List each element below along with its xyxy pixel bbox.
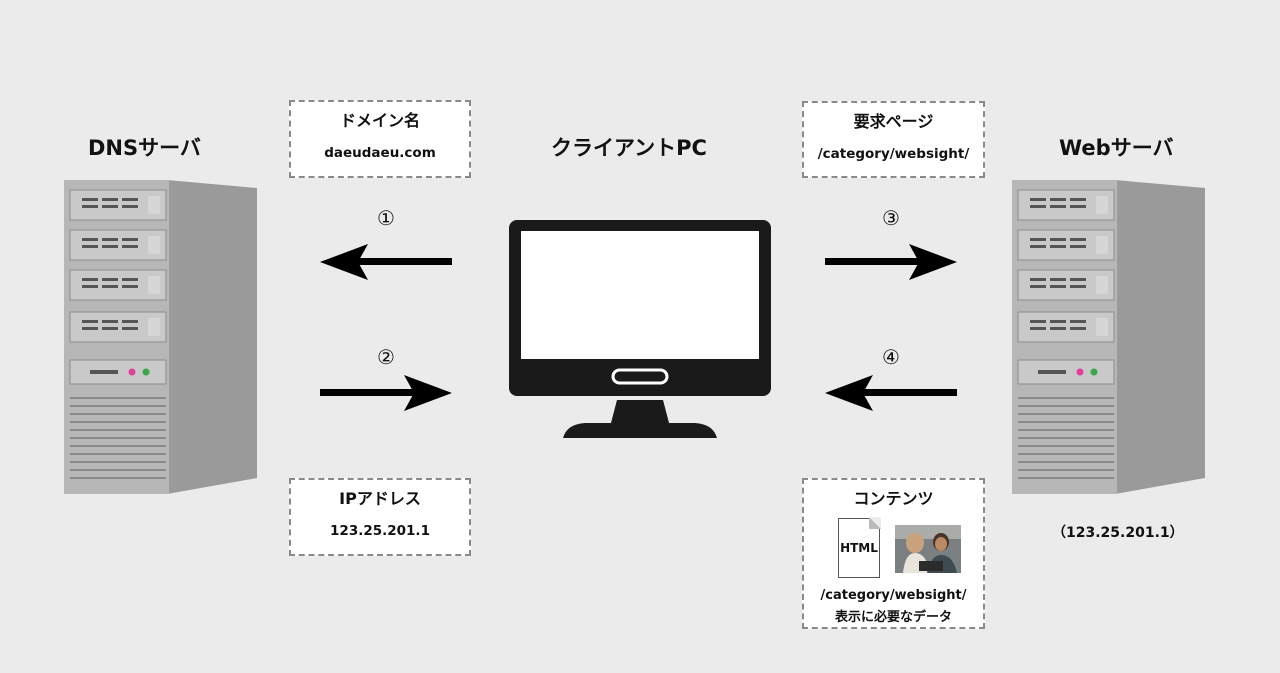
step-2-label: ② [377, 345, 395, 369]
domain-name-box: ドメイン名 daeudaeu.com [289, 100, 471, 178]
contents-path: /category/websight/ [820, 588, 967, 603]
monitor-icon [509, 220, 771, 438]
client-pc-title: クライアントPC [551, 136, 707, 160]
photo-thumbnail-icon [895, 525, 961, 573]
web-server-title: Webサーバ [1059, 136, 1174, 160]
web-server-ip: （123.25.201.1） [1052, 525, 1184, 541]
request-page-heading: 要求ページ [853, 112, 934, 131]
contents-box: コンテンツ HTML /category/websight/ 表示に必要なデータ [802, 478, 985, 629]
web-server-icon [1012, 180, 1205, 494]
arrow-right-3 [825, 244, 957, 280]
step-4-label: ④ [882, 345, 900, 369]
request-page-box: 要求ページ /category/websight/ [802, 101, 985, 178]
html-document-label: HTML [840, 541, 878, 555]
arrow-right-2 [320, 375, 452, 411]
ip-address-box: IPアドレス 123.25.201.1 [289, 478, 471, 556]
contents-description: 表示に必要なデータ [834, 610, 952, 625]
domain-name-heading: ドメイン名 [339, 111, 420, 130]
domain-name-value: daeudaeu.com [324, 145, 436, 161]
contents-heading: コンテンツ [853, 489, 934, 508]
ip-address-heading: IPアドレス [339, 489, 421, 508]
dns-server-title: DNSサーバ [88, 136, 201, 160]
arrow-left-4 [825, 375, 957, 411]
arrow-left-1 [320, 244, 452, 280]
step-3-label: ③ [882, 206, 900, 230]
ip-address-value: 123.25.201.1 [330, 523, 430, 539]
dns-server-icon [64, 180, 257, 494]
html-document-icon: HTML [838, 517, 881, 578]
step-1-label: ① [377, 206, 395, 230]
request-page-value: /category/websight/ [817, 146, 970, 162]
